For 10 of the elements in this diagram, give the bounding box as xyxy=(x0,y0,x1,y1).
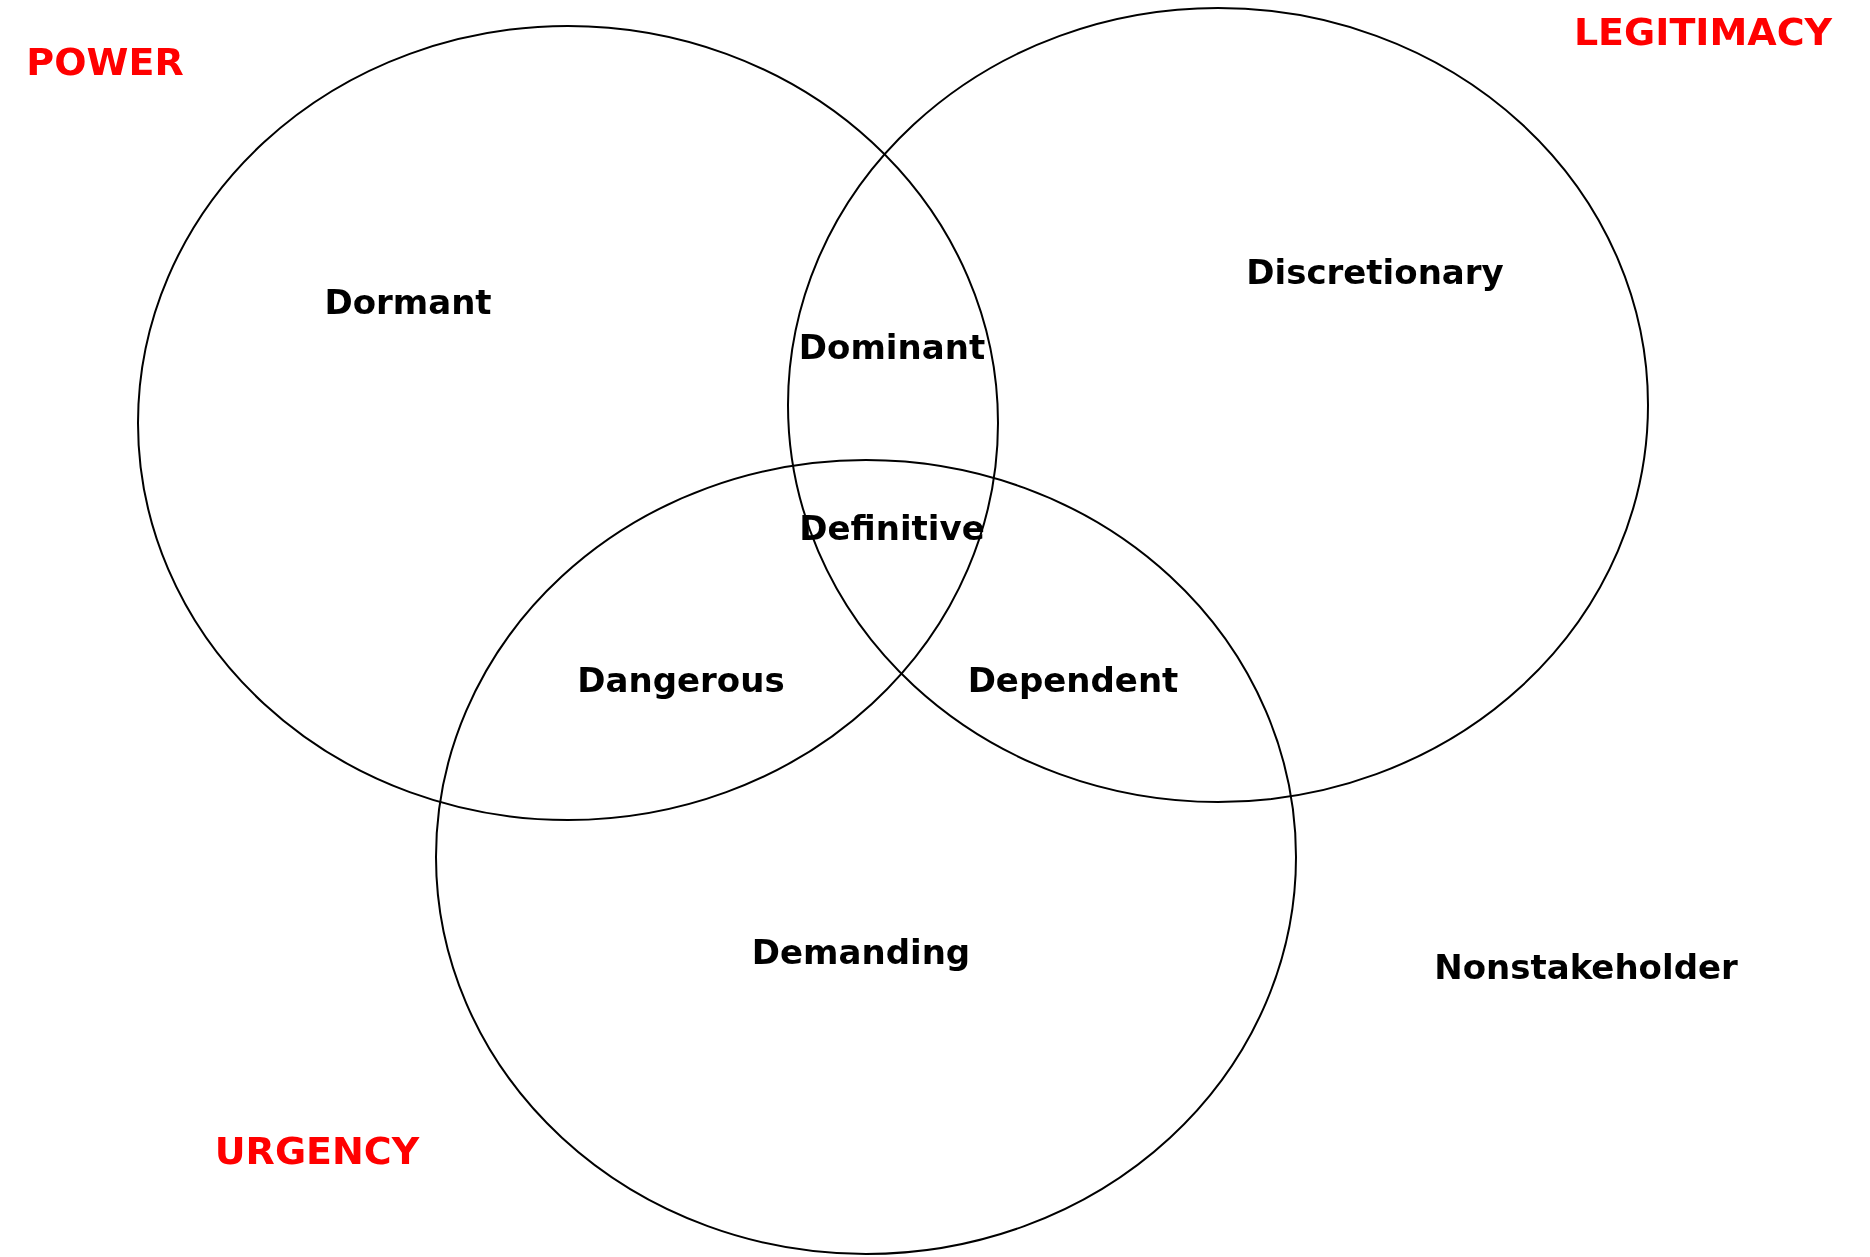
region-label: Dangerous xyxy=(577,660,785,700)
region-label: Discretionary xyxy=(1246,252,1504,292)
region-label: Dormant xyxy=(324,282,492,322)
region-label: Dominant xyxy=(798,327,986,367)
set-heading: URGENCY xyxy=(214,1129,420,1173)
set-heading: LEGITIMACY xyxy=(1573,10,1833,54)
region-label: Dependent xyxy=(967,660,1179,700)
region-label: Demanding xyxy=(751,932,971,972)
set-heading: POWER xyxy=(26,40,184,84)
region-label: Nonstakeholder xyxy=(1434,947,1738,987)
